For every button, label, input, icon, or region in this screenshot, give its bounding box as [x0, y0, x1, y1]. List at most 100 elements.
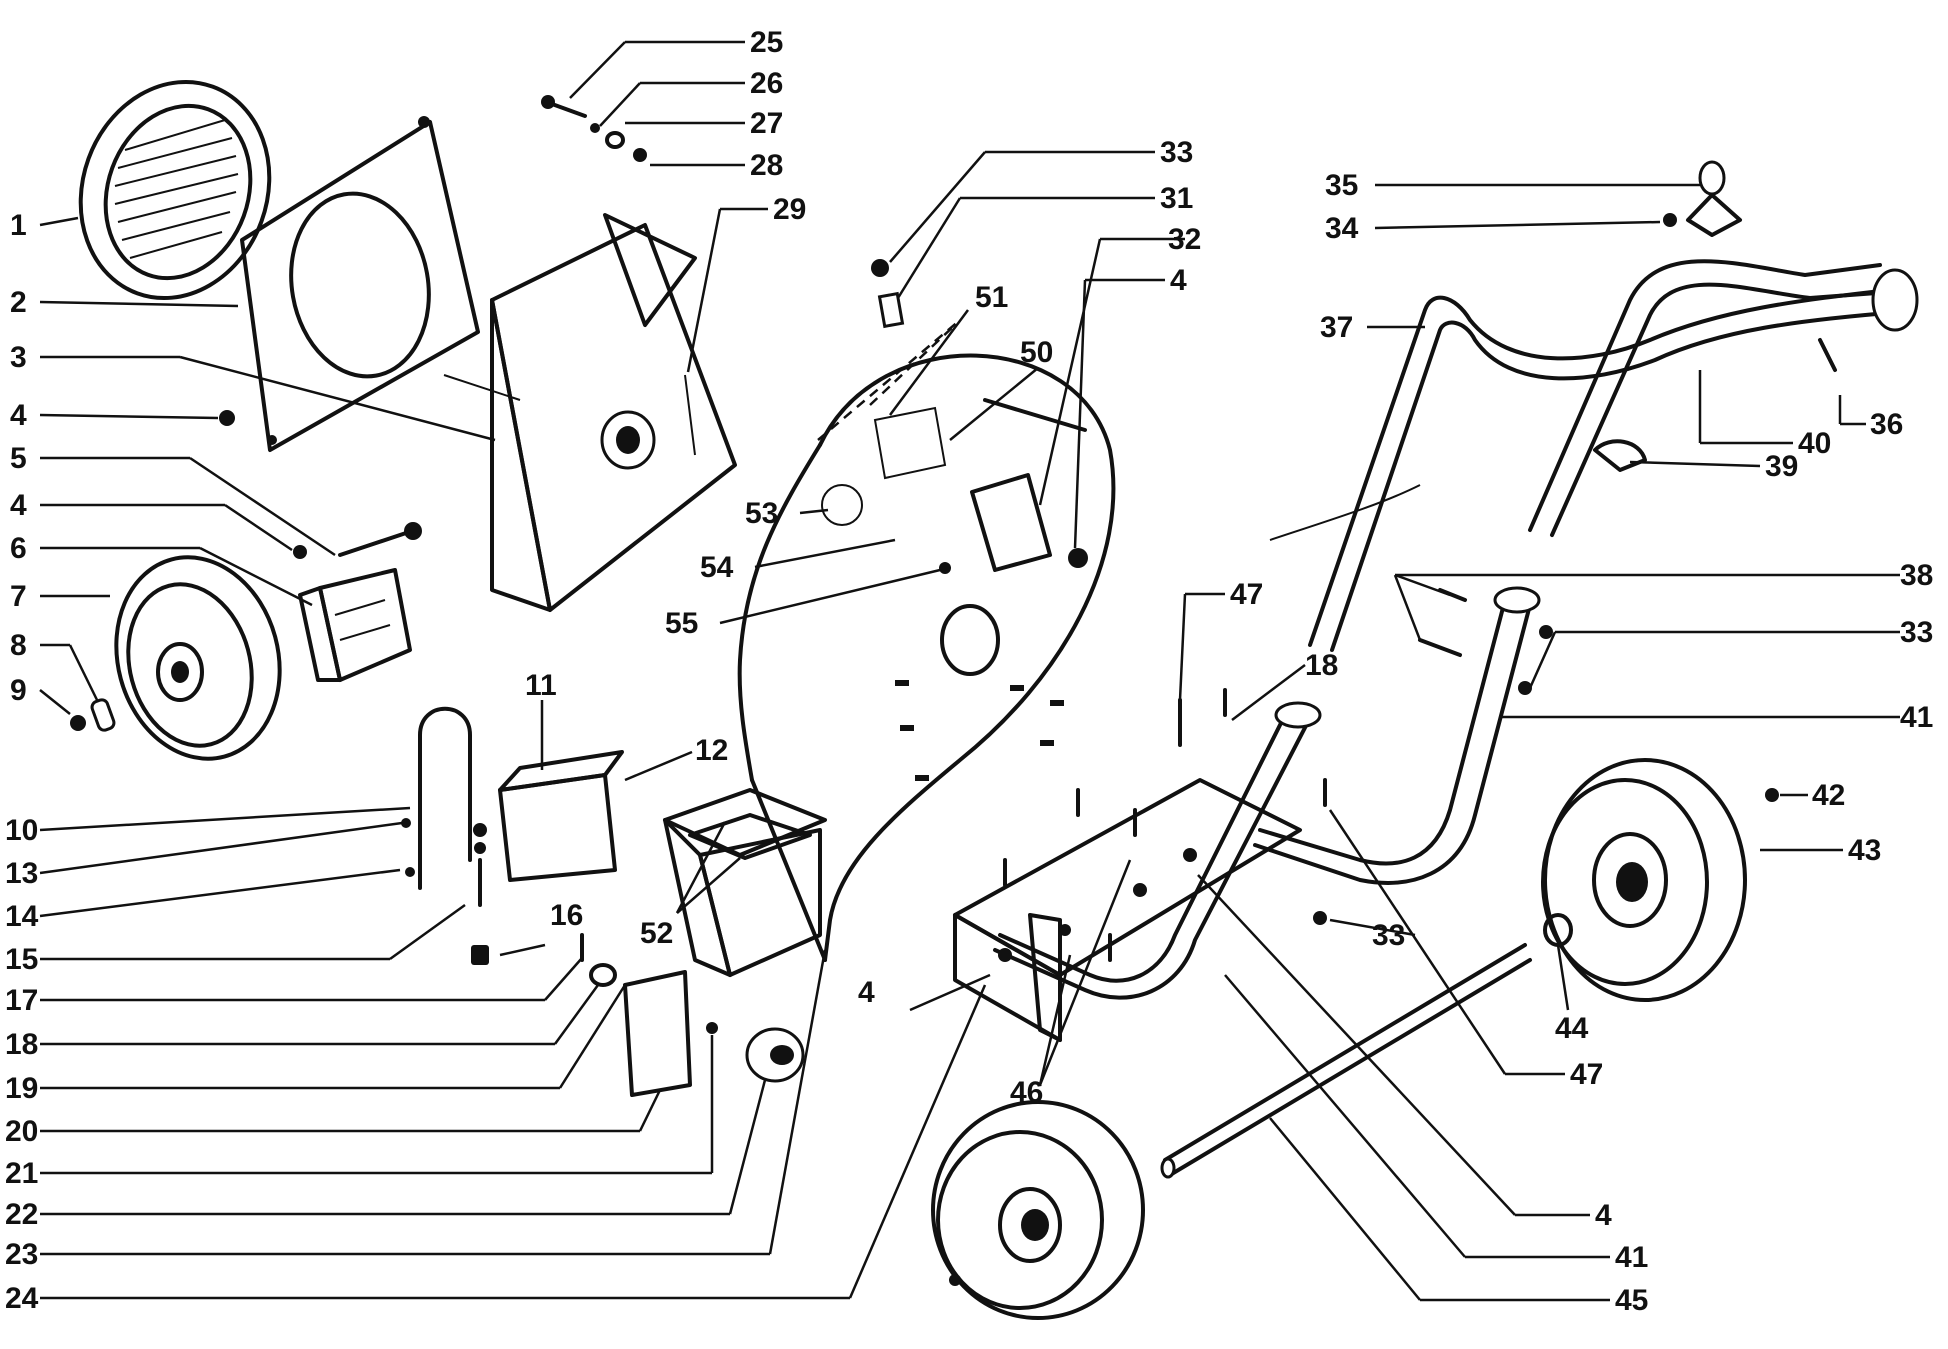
- part-52-lower-bracket: [663, 788, 827, 977]
- callout-26: 26: [750, 67, 783, 100]
- callout-47: 47: [1230, 578, 1263, 611]
- callout-55: 55: [665, 607, 698, 640]
- callout-18: 18: [5, 1028, 38, 1061]
- nut-33a: [871, 259, 889, 277]
- part-11-plate: [498, 750, 624, 882]
- nut-34: [1663, 213, 1677, 227]
- callout-33: 33: [1900, 616, 1933, 649]
- callout-15: 15: [5, 943, 38, 976]
- bolt-5: [338, 528, 417, 557]
- part-20-block: [623, 970, 692, 1097]
- nut-4a: [219, 410, 235, 426]
- callout-33: 33: [1372, 919, 1405, 952]
- callout-34: 34: [1325, 212, 1359, 245]
- nut-33c: [1313, 911, 1327, 925]
- callout-28: 28: [750, 149, 783, 182]
- callout-36: 36: [1870, 408, 1903, 441]
- callout-17: 17: [5, 984, 38, 1017]
- part-6-bracket: [298, 568, 412, 682]
- callout-14: 14: [5, 900, 39, 933]
- callout-9: 9: [10, 674, 27, 707]
- callout-45: 45: [1615, 1284, 1648, 1317]
- callout-35: 35: [1325, 169, 1358, 202]
- callout-4: 4: [10, 399, 27, 432]
- callout-42: 42: [1812, 779, 1845, 812]
- part-43-right-wheel: [1541, 758, 1747, 1002]
- part-10-u-bolt: [401, 706, 489, 965]
- hardware-25-28: [541, 95, 647, 162]
- callout-25: 25: [750, 26, 783, 59]
- part-50-blower-housing: [737, 319, 1116, 962]
- callout-38: 38: [1900, 559, 1933, 592]
- callout-46: 46: [1010, 1076, 1043, 1109]
- callout-41: 41: [1615, 1241, 1648, 1274]
- part-31-latch: [877, 291, 905, 329]
- callout-5: 5: [10, 442, 27, 475]
- callout-3: 3: [10, 341, 27, 374]
- callout-39: 39: [1765, 450, 1798, 483]
- callout-27: 27: [750, 107, 783, 140]
- part-22-knob: [745, 1027, 805, 1083]
- callout-54: 54: [700, 551, 734, 584]
- callout-33: 33: [1160, 136, 1193, 169]
- callout-19: 19: [5, 1072, 38, 1105]
- callout-2: 2: [10, 286, 27, 319]
- bolt-36: [1818, 338, 1837, 372]
- callout-44: 44: [1555, 1012, 1589, 1045]
- callout-4: 4: [10, 489, 27, 522]
- callout-37: 37: [1320, 311, 1353, 344]
- deck-bolts: [1003, 688, 1327, 962]
- callout-31: 31: [1160, 182, 1193, 215]
- part-9-nut: [70, 715, 86, 731]
- callout-8: 8: [10, 629, 27, 662]
- bolt-38b: [1418, 638, 1462, 657]
- callout-16: 16: [550, 899, 583, 932]
- part-37-handle: [1269, 259, 1919, 652]
- part-1-inlet-grille: [78, 79, 272, 301]
- callout-40: 40: [1798, 427, 1831, 460]
- part-7-wheel: [114, 555, 282, 761]
- part-3-housing: [443, 213, 737, 612]
- part-43-left-wheel: [931, 1100, 1145, 1320]
- callout-10: 10: [5, 814, 38, 847]
- callout-labels: 1 2 3 4 5 4 6 7 8 9 25 26 27 28 29 33 31…: [5, 26, 1933, 1317]
- part-29-pin: [684, 374, 696, 456]
- part-21-nut: [706, 1022, 718, 1034]
- callout-29: 29: [773, 193, 806, 226]
- part-35-knob: [1686, 160, 1742, 237]
- part-45-axle: [1160, 943, 1532, 1179]
- leader-lines: [39, 40, 1900, 1302]
- callout-24: 24: [5, 1282, 39, 1315]
- part-41-wheel-frame: [993, 586, 1541, 1000]
- nut-4b: [293, 545, 307, 559]
- callout-22: 22: [5, 1198, 38, 1231]
- callout-23: 23: [5, 1238, 38, 1271]
- nut-42: [1765, 788, 1779, 802]
- callout-50: 50: [1020, 336, 1053, 369]
- callout-20: 20: [5, 1115, 38, 1148]
- part-18-washer: [589, 963, 617, 987]
- callout-11: 11: [525, 669, 557, 702]
- callout-53: 53: [745, 497, 778, 530]
- part-8-bushing: [90, 698, 116, 732]
- callout-12: 12: [695, 734, 728, 767]
- nut-33b: [1539, 625, 1553, 639]
- callout-52: 52: [640, 917, 673, 950]
- part-46-deck: [953, 778, 1302, 1042]
- callout-21: 21: [5, 1157, 38, 1190]
- callout-47: 47: [1570, 1058, 1603, 1091]
- callout-18: 18: [1305, 649, 1338, 682]
- callout-7: 7: [10, 580, 27, 613]
- callout-1: 1: [10, 209, 27, 242]
- callout-41: 41: [1900, 701, 1933, 734]
- callout-51: 51: [975, 281, 1008, 314]
- callout-4: 4: [858, 976, 875, 1009]
- callout-43: 43: [1848, 834, 1881, 867]
- part-2-mounting-plate: [240, 116, 480, 452]
- part-39-clip: [1593, 439, 1647, 472]
- callout-6: 6: [10, 532, 27, 565]
- callout-4: 4: [1595, 1199, 1612, 1232]
- callout-4: 4: [1170, 264, 1187, 297]
- callout-32: 32: [1168, 223, 1201, 256]
